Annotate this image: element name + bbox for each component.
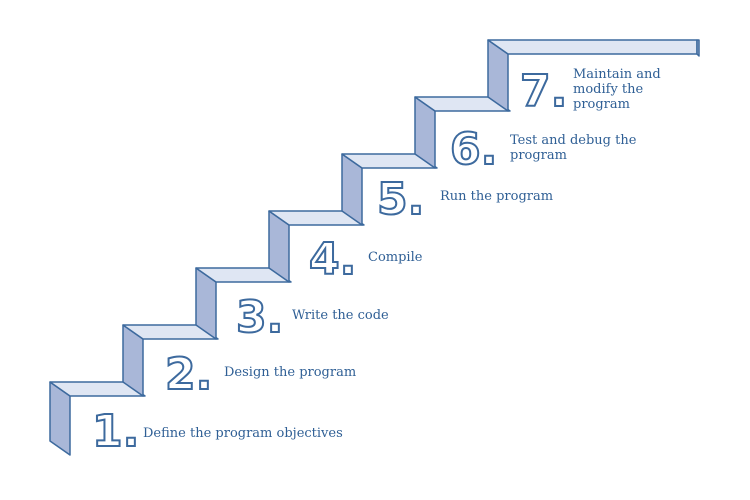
step-6-number: 6. — [449, 124, 498, 175]
step-7-tread — [487, 39, 698, 55]
step-7-number: 7. — [519, 66, 568, 117]
step-5-tread — [341, 153, 438, 169]
top-landing-edge — [696, 39, 700, 57]
step-5-label: Run the program — [440, 189, 554, 204]
step-4-tread — [268, 210, 365, 226]
step-4-label: Compile — [368, 250, 423, 265]
step-3-label: Write the code — [292, 308, 389, 323]
step-1-tread — [49, 381, 146, 397]
step-2-tread — [122, 324, 219, 340]
step-6-tread — [414, 96, 511, 112]
step-1-number: 1. — [91, 406, 140, 457]
step-3-tread — [195, 267, 292, 283]
step-2-number: 2. — [164, 349, 213, 400]
step-3-number: 3. — [235, 292, 284, 343]
step-7-label: Maintain and modify the program — [573, 67, 661, 112]
step-6-label: Test and debug the program — [510, 133, 637, 163]
step-2-label: Design the program — [224, 365, 357, 380]
step-5-number: 5. — [376, 174, 425, 225]
step-1-label: Define the program objectives — [143, 426, 343, 441]
step-4-number: 4. — [308, 234, 357, 285]
